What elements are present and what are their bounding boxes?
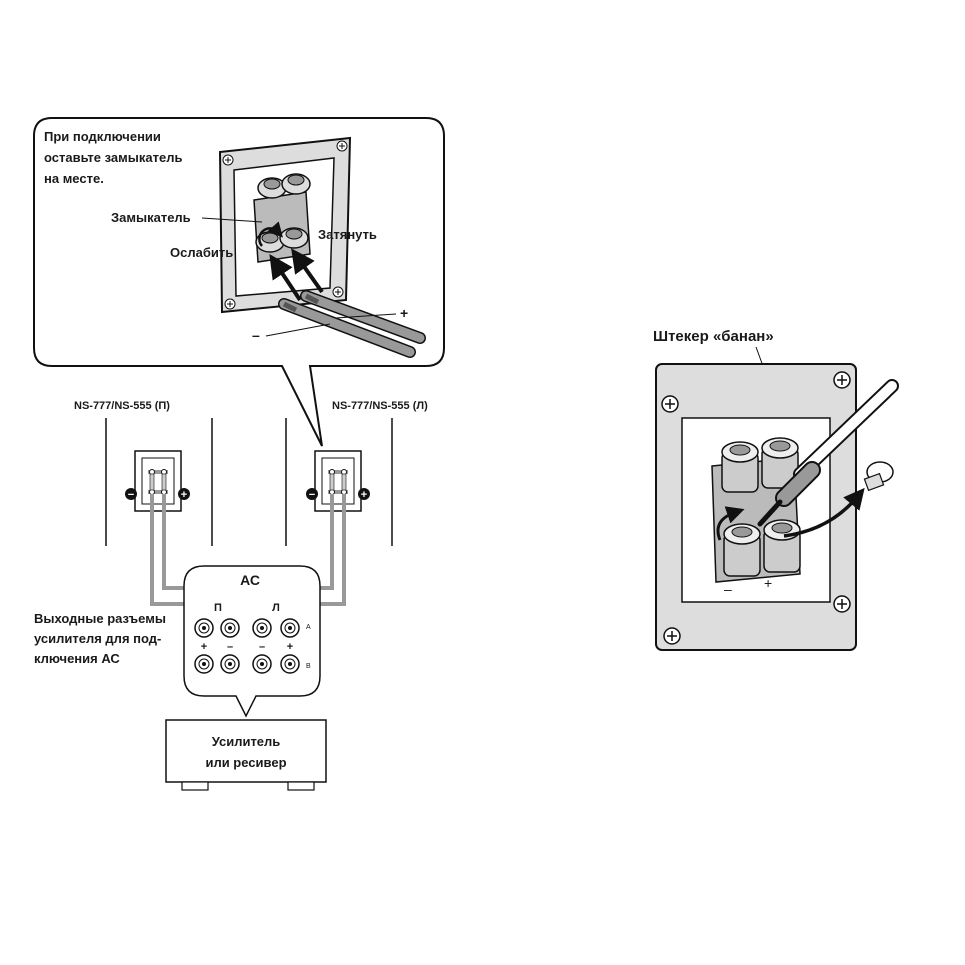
insert-arrow-icon: [291, 248, 324, 294]
speaker-right-outline: [105, 418, 213, 546]
svg-text:или ресивер: или ресивер: [205, 755, 286, 770]
binding-post-icon: [721, 441, 759, 493]
banana-minus-label: –: [724, 581, 732, 597]
svg-text:усилителя для под-: усилителя для под-: [34, 631, 161, 646]
banana-terminal-plate: – +: [655, 363, 857, 651]
binding-post-icon: [723, 523, 761, 577]
rotate-arrow-icon: [258, 221, 283, 247]
channel-right-label: П: [214, 602, 222, 614]
amp-terminal-icon: [280, 618, 300, 638]
amp-outputs-label: Выходные разъемы усилителя для под- ключ…: [34, 611, 166, 666]
row-a-label: A: [306, 624, 311, 631]
plus-icon: +: [178, 488, 190, 501]
svg-text:оставьте замыкатель: оставьте замыкатель: [44, 150, 182, 165]
amp-terminal-icon: [220, 654, 240, 674]
svg-text:Замыкатель: Замыкатель: [111, 210, 191, 225]
amplifier-box: Усилитель или ресивер: [165, 719, 327, 791]
jumper-label: Замыкатель: [111, 210, 263, 225]
removed-cap-icon: [863, 461, 894, 492]
loosen-label: Ослабить: [170, 245, 233, 260]
amp-terminal-panel: АС П Л A B + – – +: [183, 565, 321, 718]
binding-post-icon: [279, 227, 309, 249]
svg-text:+: +: [287, 641, 293, 653]
amp-terminal-icon: [252, 618, 272, 638]
minus-icon: −: [306, 488, 318, 501]
amp-panel-title: АС: [240, 572, 260, 588]
amp-terminal-icon: [194, 654, 214, 674]
screw-icon: [663, 627, 681, 645]
speaker-left-outline: [285, 418, 393, 546]
amp-terminal-icon: [252, 654, 272, 674]
callout-polarity-minus: –: [252, 323, 331, 343]
callout-note: При подключении оставьте замыкатель на м…: [44, 129, 182, 186]
screw-icon: [833, 595, 851, 613]
svg-text:Усилитель: Усилитель: [212, 734, 281, 749]
plus-icon: +: [358, 488, 370, 501]
svg-text:Штекер «банан»: Штекер «банан»: [653, 328, 774, 345]
callout-terminal-plate: [218, 136, 352, 314]
svg-text:−: −: [309, 489, 315, 501]
binding-post-icon: [763, 519, 801, 573]
screw-icon: [336, 140, 348, 152]
banana-plug-icon: [757, 379, 899, 527]
svg-text:При подключении: При подключении: [44, 129, 161, 144]
remove-cap-arrow-icon: [783, 487, 865, 538]
amp-terminal-icon: [194, 618, 214, 638]
amp-terminal-icon: [280, 654, 300, 674]
svg-text:на месте.: на месте.: [44, 171, 104, 186]
screw-icon: [224, 298, 236, 310]
amp-terminal-icon: [220, 618, 240, 638]
svg-text:+: +: [400, 305, 408, 321]
insert-arrow-icon: [269, 254, 302, 302]
svg-text:–: –: [252, 327, 260, 343]
row-b-label: B: [306, 663, 311, 670]
speaker-right-terminal: [134, 450, 182, 512]
speaker-left-label: NS-777/NS-555 (Л): [332, 400, 428, 412]
svg-text:+: +: [201, 641, 207, 653]
channel-left-label: Л: [272, 602, 280, 614]
svg-text:ключения АС: ключения АС: [34, 651, 120, 666]
banana-plus-label: +: [764, 575, 772, 591]
screw-icon: [833, 371, 851, 389]
svg-text:+: +: [181, 489, 187, 501]
screw-icon: [661, 395, 679, 413]
rotate-arrow-icon: [716, 506, 745, 541]
svg-text:−: −: [128, 489, 134, 501]
tighten-label: Затянуть: [318, 227, 377, 242]
svg-text:+: +: [361, 489, 367, 501]
svg-text:–: –: [259, 641, 265, 653]
callout-polarity-plus: +: [335, 305, 408, 321]
svg-text:Выходные разъемы: Выходные разъемы: [34, 611, 166, 626]
svg-text:–: –: [227, 641, 233, 653]
minus-icon: −: [125, 488, 137, 501]
binding-post-icon: [281, 173, 311, 195]
speaker-left-terminal: [314, 450, 362, 512]
screw-icon: [332, 286, 344, 298]
callout-speaker-cable: [278, 290, 426, 358]
screw-icon: [222, 154, 234, 166]
speaker-right-label: NS-777/NS-555 (П): [74, 400, 170, 412]
jumper-bar: [253, 191, 311, 263]
